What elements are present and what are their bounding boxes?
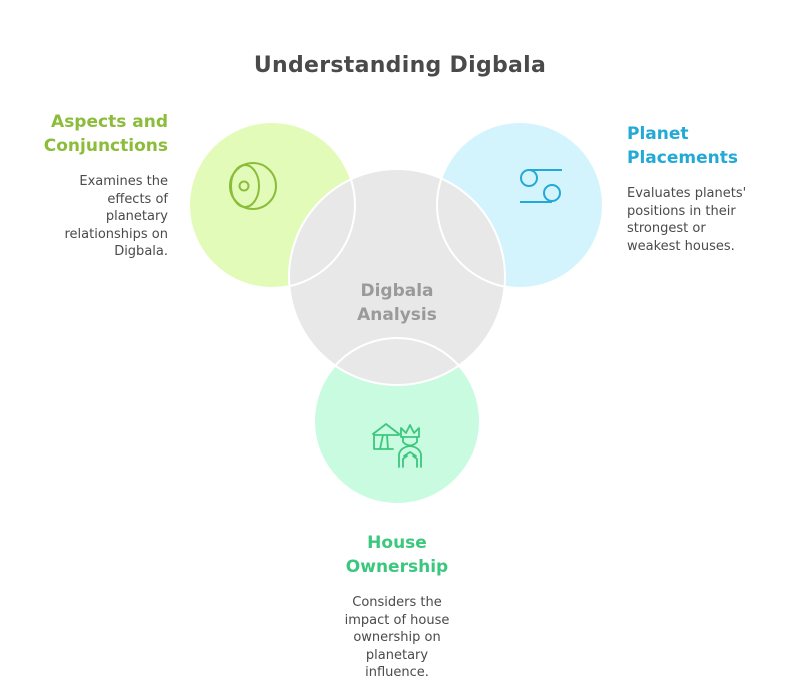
- aspects-description: Examines the effects of planetary relati…: [20, 173, 168, 261]
- planet-desc-line: positions in their: [627, 203, 736, 219]
- circle-outlines: [188, 121, 604, 505]
- eye-orb-icon: [229, 162, 277, 210]
- king-and-tent-icon: [372, 423, 422, 468]
- diagram-title: Understanding Digbala: [253, 53, 547, 78]
- aspects-desc-line: relationships on: [64, 226, 168, 242]
- house-label-block: House Ownership Considers the impact of …: [300, 531, 494, 682]
- house-description: Considers the impact of house ownership …: [300, 594, 494, 682]
- center-label-line2: Analysis: [357, 305, 437, 325]
- center-circle: [289, 169, 505, 385]
- aspects-desc-line: planetary: [105, 209, 168, 224]
- house-circle: [314, 338, 480, 504]
- aspects-label-block: Aspects and Conjunctions Examines the ef…: [20, 110, 168, 261]
- house-desc-line: ownership on: [353, 630, 441, 645]
- aspects-title: Aspects and Conjunctions: [20, 110, 168, 158]
- planet-title-line1: Planet: [627, 124, 689, 144]
- planet-desc-line: strongest or: [627, 221, 706, 236]
- cancer-zodiac-icon: [520, 169, 562, 203]
- planet-desc-line: Evaluates planets': [627, 186, 747, 201]
- center-label: Digbala Analysis: [317, 279, 477, 327]
- aspects-title-line2: Conjunctions: [43, 136, 168, 156]
- planet-description: Evaluates planets' positions in their st…: [627, 185, 792, 255]
- aspects-desc-line: effects of: [107, 191, 168, 207]
- house-desc-line: Considers the: [352, 595, 442, 610]
- center-label-line1: Digbala: [360, 281, 434, 301]
- aspects-desc-line: Examines the: [79, 174, 168, 189]
- aspects-title-line1: Aspects and: [51, 112, 168, 132]
- house-desc-line: influence.: [365, 665, 429, 680]
- planet-title: Planet Placements: [627, 122, 792, 170]
- house-desc-line: planetary: [365, 647, 429, 663]
- aspects-desc-line: Digbala.: [114, 244, 168, 259]
- planet-label-block: Planet Placements Evaluates planets' pos…: [627, 122, 792, 255]
- house-title-line2: Ownership: [345, 557, 449, 577]
- house-desc-line: impact of house: [344, 612, 450, 628]
- house-title-line1: House: [367, 533, 427, 553]
- planet-desc-line: weakest houses.: [627, 238, 735, 254]
- planet-title-line2: Placements: [627, 148, 738, 168]
- house-title: House Ownership: [300, 531, 494, 579]
